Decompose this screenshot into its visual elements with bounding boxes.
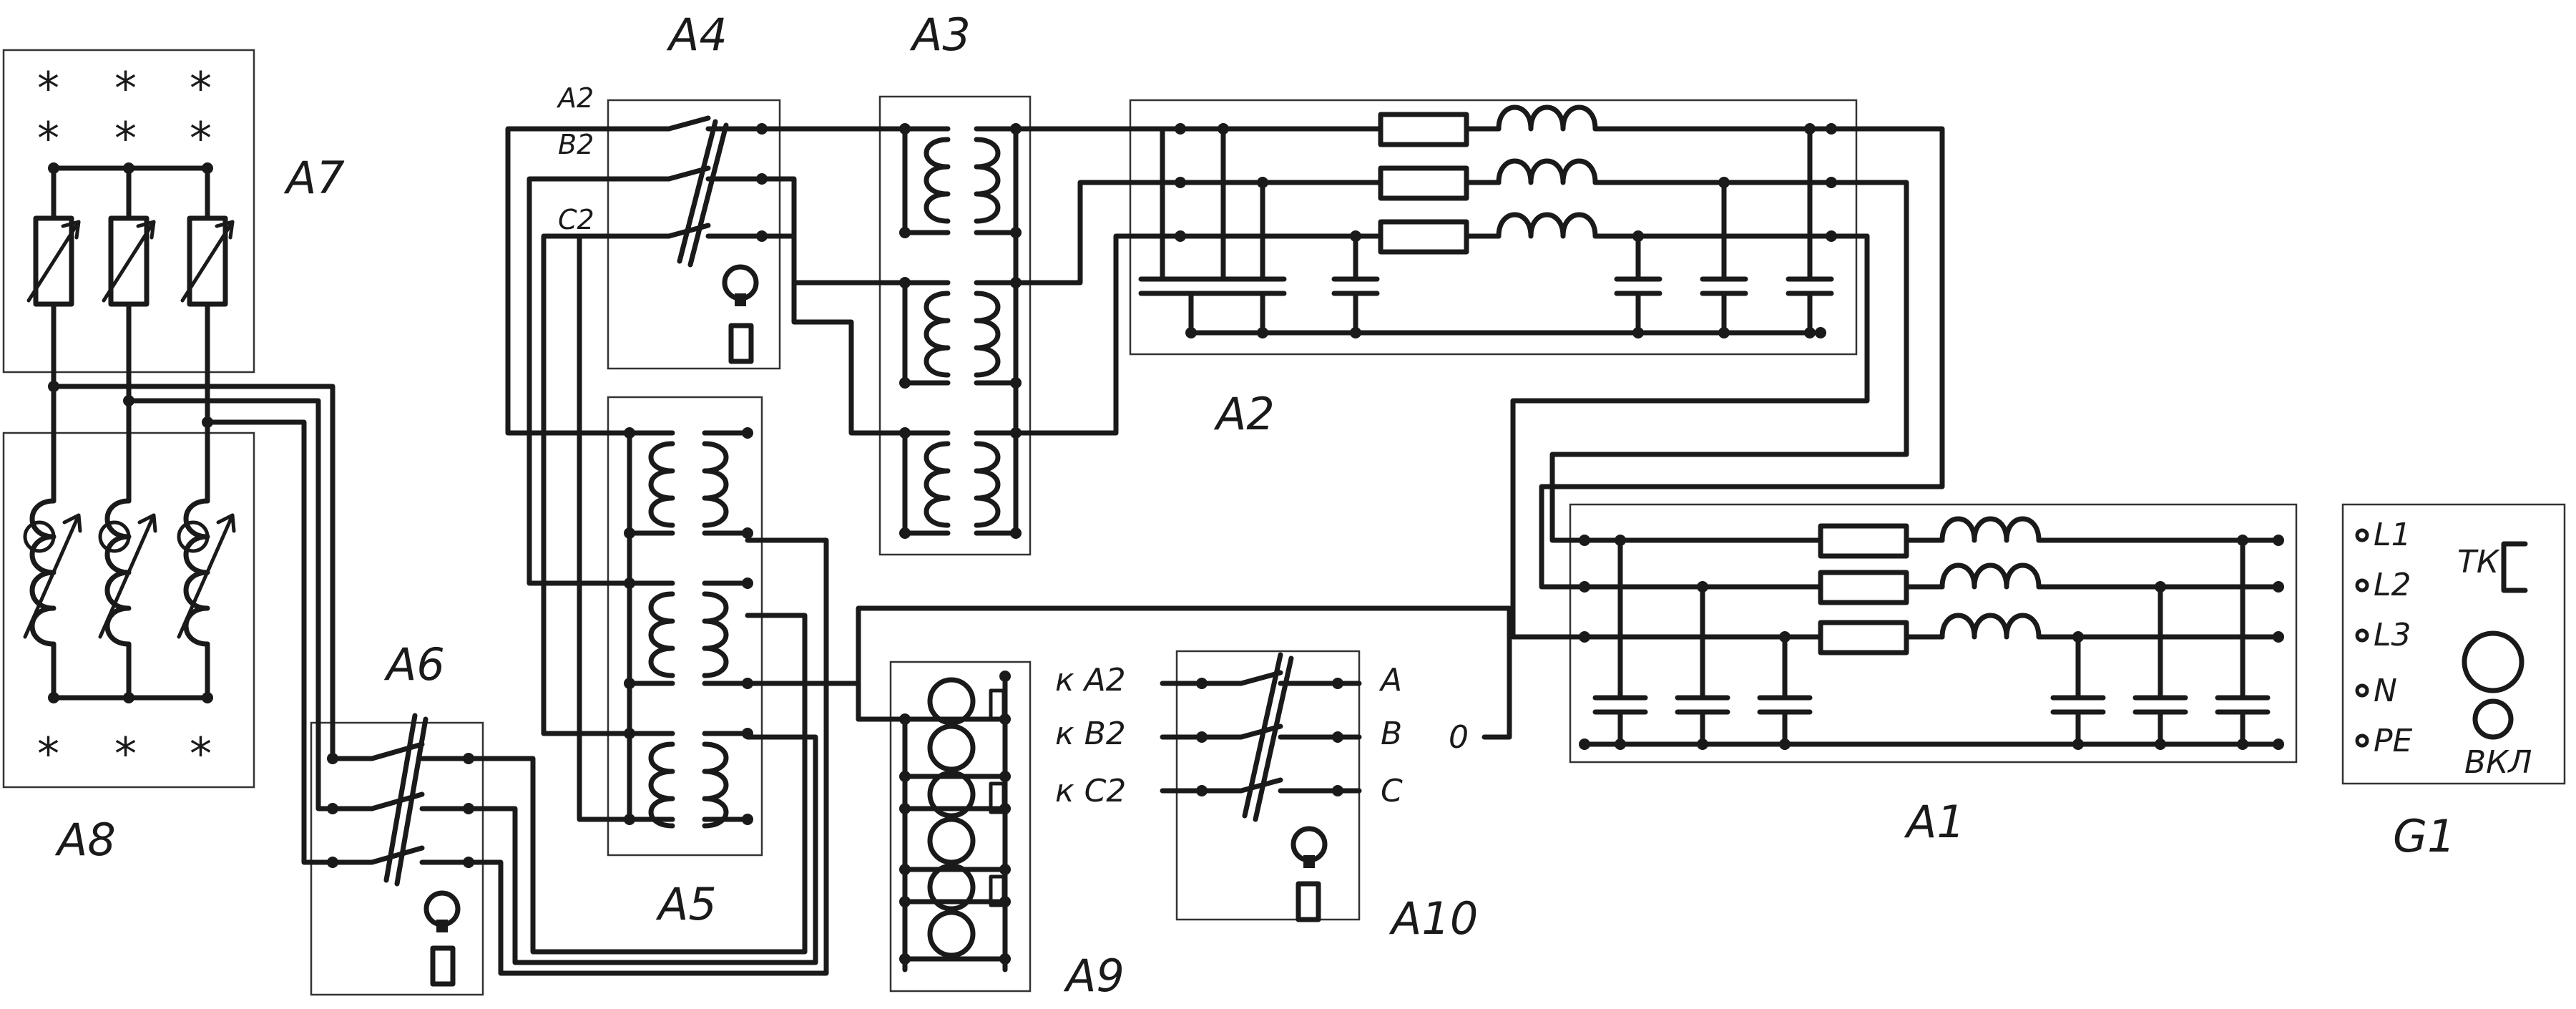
a4-terminal-b2: B2 — [558, 129, 594, 160]
a7-star: * — [114, 112, 137, 165]
g1-terminal-n: N — [2374, 673, 2397, 709]
a8-star: * — [190, 728, 212, 780]
a4-switch: A2 B2 C2 — [541, 82, 768, 364]
block-g1-outline — [2341, 503, 2566, 785]
label-a5: A5 — [655, 878, 717, 930]
a4-terminal-a2: A2 — [556, 82, 594, 114]
a7-star: * — [37, 62, 59, 114]
g1-terminal-l2: L2 — [2374, 567, 2411, 603]
label-a3: A3 — [909, 9, 971, 61]
neutral-label: 0 — [1449, 719, 1469, 756]
a8-inductor-bank: * * * — [23, 384, 236, 780]
a1-filter — [1579, 516, 2284, 750]
a8-star: * — [114, 728, 137, 780]
block-a6-outline — [310, 721, 484, 996]
a7-resistor-bank: * * * * * * — [26, 62, 235, 428]
a1-resistor-1 — [1818, 523, 1909, 559]
g1-terminal-l3: L3 — [2374, 617, 2411, 653]
g1-terminal-pe: PE — [2374, 723, 2413, 759]
block-a9-outline — [889, 661, 1032, 993]
g1-indicator-lamp — [2462, 630, 2524, 693]
a10-input-c2: к C2 — [1055, 773, 1126, 809]
a10-input-a2: к A2 — [1055, 662, 1126, 698]
g1-power-source: L1 L2 L3 N PE ТК ВКЛ — [2355, 517, 2532, 781]
a2-resistor-1 — [1378, 112, 1469, 147]
label-a8: A8 — [54, 814, 116, 866]
a3-transformer-bank — [899, 123, 1022, 539]
g1-terminal-l1: L1 — [2374, 517, 2411, 553]
block-a10-outline — [1175, 650, 1361, 921]
label-g1: G1 — [2393, 810, 2456, 862]
block-a2-outline — [1129, 99, 1858, 356]
a5-transformer-bank — [624, 427, 753, 829]
label-a9: A9 — [1063, 950, 1125, 1002]
block-a1-outline — [1569, 503, 2298, 764]
a1-resistor-2 — [1818, 570, 1909, 605]
a10-output-a: A — [1378, 662, 1402, 698]
a2-resistor-3 — [1378, 219, 1469, 255]
label-a1: A1 — [1904, 796, 1965, 848]
a7-star: * — [114, 62, 137, 114]
a10-output-c: C — [1381, 773, 1403, 809]
a8-star: * — [37, 728, 59, 780]
a2-filter — [1138, 104, 1870, 338]
label-a6: A6 — [383, 638, 445, 691]
a7-star: * — [190, 62, 212, 114]
label-a10: A10 — [1389, 892, 1478, 945]
a9-current-transformers — [899, 671, 1011, 973]
a10-input-b2: к B2 — [1055, 716, 1126, 752]
a10-output-b: B — [1381, 716, 1402, 752]
label-a2: A2 — [1213, 388, 1275, 440]
label-a4: A4 — [666, 9, 728, 61]
g1-tk-label: ТК — [2457, 544, 2500, 580]
a2-resistor-2 — [1378, 165, 1469, 201]
g1-on-button[interactable] — [2472, 698, 2514, 740]
block-a3-outline — [878, 95, 1032, 556]
a6-switch — [327, 713, 474, 987]
label-a7: A7 — [283, 152, 345, 204]
a1-resistor-3 — [1818, 620, 1909, 655]
g1-on-label: ВКЛ — [2464, 744, 2532, 781]
a7-star: * — [190, 112, 212, 165]
a4-terminal-c2: C2 — [558, 204, 594, 235]
block-a5-outline — [607, 396, 763, 857]
a10-switch: к A2 к B2 к C2 A B C — [1055, 652, 1403, 922]
a7-star: * — [37, 112, 59, 165]
